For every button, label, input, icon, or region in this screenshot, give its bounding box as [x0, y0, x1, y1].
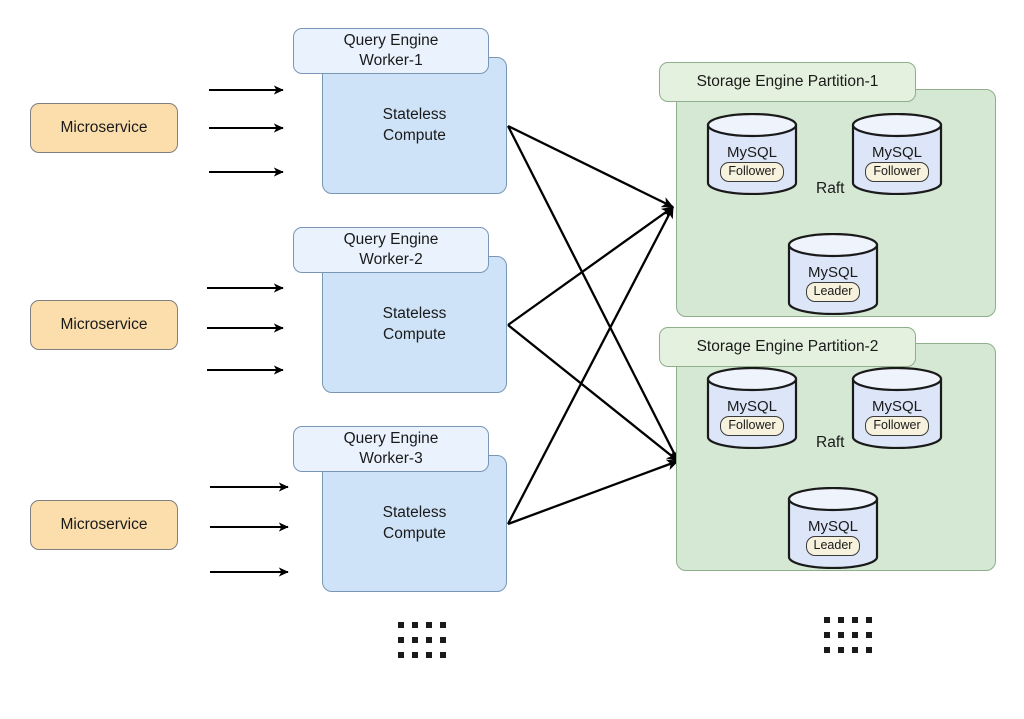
raft-text: Raft — [816, 180, 845, 197]
mysql-node-follower-1a[interactable]: MySQL Follower — [705, 113, 799, 195]
worker-3-body[interactable]: Stateless Compute — [322, 455, 507, 592]
worker-1-body-line2: Compute — [383, 126, 446, 144]
ellipsis-row — [824, 617, 872, 623]
cylinder-shape-icon — [787, 487, 879, 569]
worker-1-body[interactable]: Stateless Compute — [322, 57, 507, 194]
partition-2-label: Storage Engine Partition-2 — [696, 338, 879, 355]
raft-label-partition-2: Raft — [816, 434, 844, 452]
ellipsis-row — [398, 637, 446, 643]
mysql-node-follower-2a[interactable]: MySQL Follower — [705, 367, 799, 449]
microservice-box-3[interactable]: Microservice — [30, 500, 178, 550]
cylinder-shape-icon — [851, 113, 943, 195]
cylinder-shape-icon — [851, 367, 943, 449]
worker-3-title-tab[interactable]: Query Engine Worker-3 — [293, 426, 489, 472]
mysql-node-follower-1b[interactable]: MySQL Follower — [850, 113, 944, 195]
cylinder-shape-icon — [706, 113, 798, 195]
ellipsis-row — [398, 622, 446, 628]
client-arrows-group-2 — [207, 283, 284, 375]
raft-label-partition-1: Raft — [816, 180, 844, 198]
partition-column-continuation-ellipsis — [824, 617, 872, 653]
worker-2-tab-line2: Worker-2 — [359, 251, 423, 268]
microservice-label: Microservice — [60, 119, 148, 136]
cylinder-shape-icon — [706, 367, 798, 449]
raft-text: Raft — [816, 434, 845, 451]
microservice-box-2[interactable]: Microservice — [30, 300, 178, 350]
mysql-node-leader-1[interactable]: MySQL Leader — [786, 233, 880, 315]
worker-column-continuation-ellipsis — [398, 622, 446, 658]
microservice-label: Microservice — [60, 316, 148, 333]
ellipsis-row — [824, 647, 872, 653]
client-arrows-group-3 — [210, 482, 289, 577]
mysql-node-leader-2[interactable]: MySQL Leader — [786, 487, 880, 569]
worker-2-body-line1: Stateless — [382, 305, 447, 323]
microservice-label: Microservice — [60, 516, 148, 533]
worker-2-body-line2: Compute — [383, 325, 446, 343]
partition-2-title-tab[interactable]: Storage Engine Partition-2 — [659, 327, 916, 367]
worker-2-title-tab[interactable]: Query Engine Worker-2 — [293, 227, 489, 273]
worker-2-body[interactable]: Stateless Compute — [322, 256, 507, 393]
cylinder-shape-icon — [787, 233, 879, 315]
worker-2-tab-line1: Query Engine — [343, 230, 439, 248]
ellipsis-row — [398, 652, 446, 658]
worker-1-body-line1: Stateless — [382, 106, 447, 124]
mysql-node-follower-2b[interactable]: MySQL Follower — [850, 367, 944, 449]
worker-1-tab-line1: Query Engine — [343, 31, 439, 49]
microservice-box-1[interactable]: Microservice — [30, 103, 178, 153]
worker-1-tab-line2: Worker-1 — [359, 52, 423, 69]
partition-1-title-tab[interactable]: Storage Engine Partition-1 — [659, 62, 916, 102]
partition-1-label: Storage Engine Partition-1 — [696, 73, 879, 90]
worker-1-title-tab[interactable]: Query Engine Worker-1 — [293, 28, 489, 74]
worker-3-tab-line2: Worker-3 — [359, 450, 423, 467]
ellipsis-row — [824, 632, 872, 638]
worker-to-partition-links — [506, 124, 680, 526]
client-arrows-group-1 — [209, 85, 284, 177]
worker-3-body-line2: Compute — [383, 524, 446, 542]
worker-3-body-line1: Stateless — [382, 504, 447, 522]
worker-3-tab-line1: Query Engine — [343, 429, 439, 447]
